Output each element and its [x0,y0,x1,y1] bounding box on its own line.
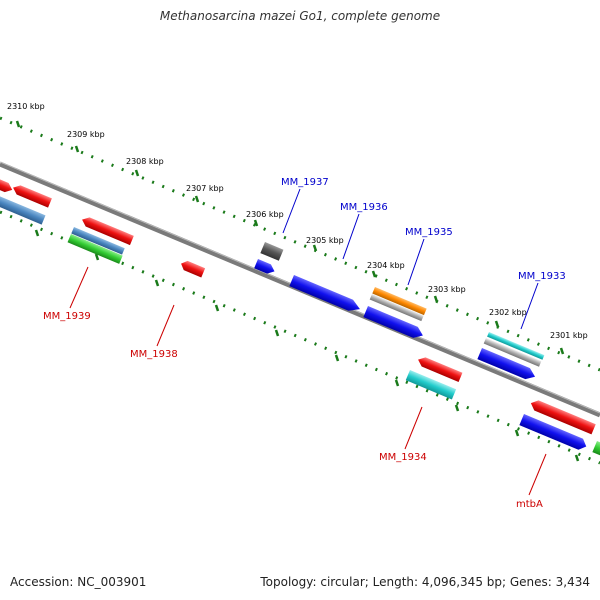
gene-feature-red [0,176,13,193]
gene-feature-red [418,357,463,382]
inner-tick-mark [454,404,460,412]
tick-label: 2310 kbp [7,102,45,111]
topology-text: Topology: circular; Length: 4,096,345 bp… [260,575,590,589]
gene-label-forward: MM_1933 [518,271,566,282]
gene-label-reverse: MM_1934 [379,452,427,463]
gene-feature-red [530,400,596,435]
inner-tick-mark [334,354,340,362]
gene-label-reverse: MM_1938 [130,349,178,360]
gene-feature-cyan [405,370,457,400]
gene-feature-silver [369,294,424,322]
gene-feature-red [181,260,206,278]
gene-label-forward: MM_1936 [340,202,388,213]
inner-major-ticks [34,229,580,462]
gene-leader-line [342,213,360,260]
tick-label: 2303 kbp [428,285,466,294]
gene-feature-blue [477,348,536,380]
inner-tick-mark [94,253,100,261]
gene-feature-blue [519,414,587,450]
outer-tick-mark [134,169,140,177]
gene-leader-line [528,453,547,496]
outer-tick-mark [433,295,439,303]
gene-label-forward: MM_1935 [405,227,453,238]
gene-leader-line [282,188,301,234]
gene-feature-blue [254,259,275,274]
gene-leader-line [69,266,89,309]
tick-label: 2307 kbp [186,184,224,193]
gene-feature-green [592,441,600,457]
outer-tick-mark [494,320,500,328]
gene-leader-line [407,238,425,286]
gene-feature-green [67,234,123,264]
gene-feature-silver [483,338,542,367]
gene-label-forward: MM_1937 [281,177,329,188]
inner-tick-mark [514,429,520,437]
inner-tick-mark [394,379,400,387]
gene-feature-steelblue [0,193,46,225]
tick-label: 2306 kbp [246,210,284,219]
outer-tick-mark [74,145,80,153]
gene-leader-line [520,282,539,330]
gene-feature-gray [260,242,284,261]
gene-feature-blue [363,306,423,338]
gene-feature-red [13,185,52,208]
tick-label: 2309 kbp [67,130,105,139]
tick-label: 2304 kbp [367,261,405,270]
gene-feature-blue [289,275,360,311]
tick-label: 2308 kbp [126,157,164,166]
outer-tick-mark [559,347,565,355]
outer-major-ticks [15,120,565,355]
outer-tick-mark [371,270,377,278]
inner-tick-mark [214,304,220,312]
outer-tick-mark [312,244,318,252]
gene-feature-cyan [487,332,545,360]
tick-label: 2302 kbp [489,308,527,317]
gene-feature-steelblue [71,227,125,255]
inner-tick-mark [274,329,280,337]
gene-label-reverse: MM_1939 [43,311,91,322]
tick-label: 2305 kbp [306,236,344,245]
accession-text: Accession: NC_003901 [10,575,147,589]
gene-label-reverse: mtbA [516,499,543,510]
inner-tick-mark [154,279,160,287]
outer-tick-mark [15,120,21,128]
tick-label: 2301 kbp [550,331,588,340]
inner-tick-mark [574,454,580,462]
outer-tick-mark [194,195,200,203]
outer-tick-mark [253,219,259,227]
gene-leader-line [404,406,423,450]
gene-leader-line [156,304,175,347]
map-title: Methanosarcina mazei Go1, complete genom… [159,9,441,23]
gene-feature-orange [372,287,427,316]
inner-tick-mark [34,229,40,237]
gene-feature-red [82,217,134,246]
